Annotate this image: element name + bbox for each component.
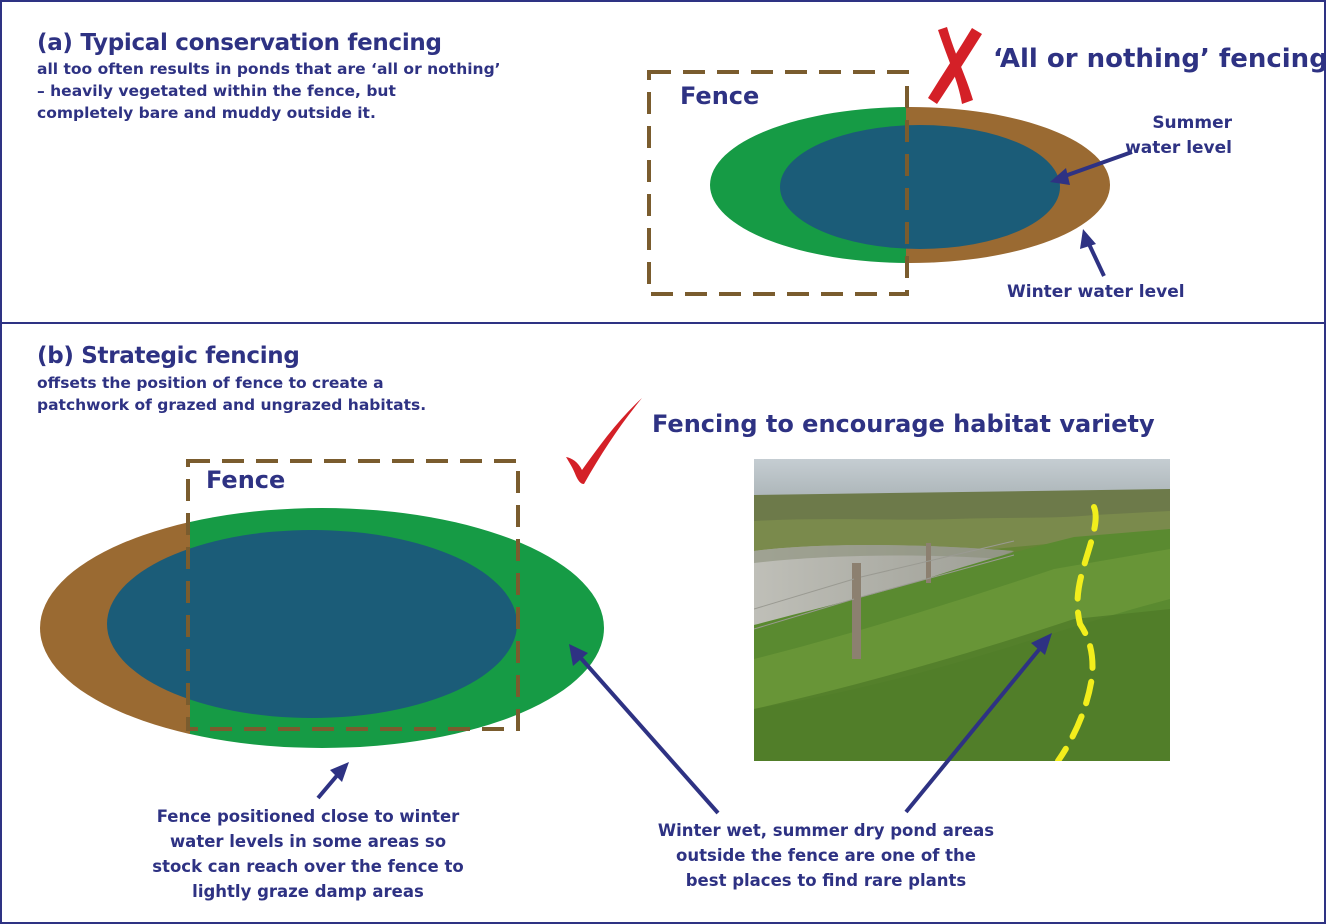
wet-dry-area-note: Winter wet, summer dry pond areas outsid… [657,821,995,890]
pond-a [710,107,1110,263]
check-icon [566,398,642,484]
pond-b-summer-water [107,530,517,718]
panel-a-description: all too often results in ponds that are … [37,60,501,122]
winter-water-label: Winter water level [1007,282,1185,302]
panel-b-title: (b) Strategic fencing [37,343,300,369]
arrow-wet-area [569,644,720,815]
fence-b [186,459,520,731]
panel-b-heading: Fencing to encourage habitat variety [652,410,1155,438]
arrow-winter-water [1080,229,1106,277]
pond-photo [754,459,1170,761]
panel-b-description: offsets the position of fence to create … [37,374,427,414]
arrow-fence-note [316,762,349,800]
fence-b-label: Fence [206,466,286,494]
fence-a-label: Fence [680,82,760,110]
summer-water-label: Summer water level [1125,113,1232,158]
pond-b [40,508,604,748]
photo-highlight-line [1055,504,1099,761]
arrow-summer-water [1050,150,1133,185]
fence-position-note: Fence positioned close to winter water l… [152,807,464,901]
panel-a-title: (a) Typical conservation fencing [37,30,442,56]
cross-icon [928,27,982,104]
panel-a-heading: ‘All or nothing’ fencing [993,44,1328,74]
pond-a-summer-water [780,125,1060,249]
